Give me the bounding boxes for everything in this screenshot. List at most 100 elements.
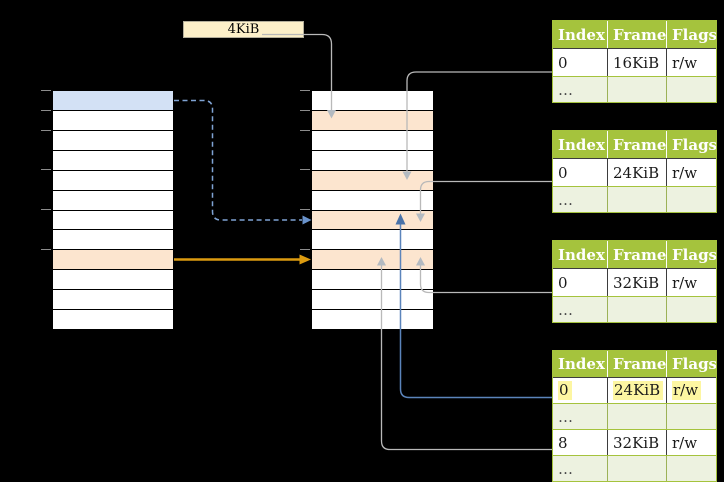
highlighted-value: 24KiB xyxy=(613,381,664,400)
highlighted-value: r/w xyxy=(672,381,702,400)
column-header: Flags xyxy=(672,355,716,373)
column-header: Frame xyxy=(608,21,667,48)
page-table-cell: r/w xyxy=(672,53,698,72)
page-table-cell: 8 xyxy=(553,430,608,455)
page-table-cell: 24KiB xyxy=(608,159,667,186)
page-table-cell: r/w xyxy=(672,433,698,452)
memory-row-orange xyxy=(53,250,173,271)
memory-row-white xyxy=(53,310,173,330)
column-header: Flags xyxy=(672,245,716,264)
memory-row-white xyxy=(53,130,173,151)
memory-row-orange xyxy=(312,250,433,271)
page-table-cell xyxy=(608,456,667,481)
column-header: Frame xyxy=(608,351,667,377)
address-tick xyxy=(41,169,51,171)
memory-row-white xyxy=(312,270,433,291)
address-tick xyxy=(300,248,310,250)
memory-row-white xyxy=(312,310,433,330)
memory-row-white xyxy=(53,170,173,191)
address-tick xyxy=(300,109,310,111)
arrow-left-row1-to-middle-row7 xyxy=(174,99,302,221)
page-table-cell: r/w xyxy=(672,163,698,182)
memory-row-blue xyxy=(53,91,173,111)
memory-column-left xyxy=(52,90,174,330)
page-size-label-text: 4KiB xyxy=(227,22,260,37)
column-header: Index xyxy=(553,351,608,377)
column-header: Index xyxy=(553,131,608,158)
arrowhead-right-icon xyxy=(299,254,311,265)
page-table-cell xyxy=(667,297,716,322)
page-size-label: 4KiB xyxy=(183,21,304,38)
memory-row-white xyxy=(53,190,173,211)
memory-row-white xyxy=(53,210,173,231)
address-tick xyxy=(300,169,310,171)
memory-row-white xyxy=(312,190,433,211)
address-tick xyxy=(41,109,51,111)
page-table-cell xyxy=(667,187,716,212)
memory-row-white xyxy=(53,270,173,291)
memory-row-orange xyxy=(312,210,433,231)
column-header: Frame xyxy=(608,131,667,158)
page-table-cell: … xyxy=(553,77,608,102)
memory-row-white xyxy=(312,150,433,171)
address-tick xyxy=(41,90,51,91)
page-table-cell xyxy=(667,404,716,429)
memory-row-white xyxy=(312,230,433,251)
highlighted-value: 0 xyxy=(558,381,572,400)
memory-row-white xyxy=(53,230,173,251)
page-table-cell xyxy=(608,404,667,429)
page-table-cell xyxy=(608,187,667,212)
column-header: Index xyxy=(553,21,608,48)
page-table-cell: … xyxy=(553,456,608,481)
memory-row-white xyxy=(312,130,433,151)
column-header: Flags xyxy=(672,25,716,44)
column-header: Index xyxy=(553,241,608,268)
page-table-cell: 32KiB xyxy=(608,269,667,296)
page-table-cell: … xyxy=(553,187,608,212)
page-table-cell: r/w xyxy=(667,378,716,403)
page-table-row: … xyxy=(553,456,716,481)
page-table-cell: 24KiB xyxy=(608,378,667,403)
page-table-cell: 0 xyxy=(553,378,608,403)
page-table-cell: 16KiB xyxy=(608,49,667,76)
column-header: Flags xyxy=(672,135,716,154)
page-table-cell: r/w xyxy=(672,273,698,292)
page-table-cell xyxy=(608,297,667,322)
page-table-cell xyxy=(667,77,716,102)
page-table-row: … xyxy=(553,187,716,212)
address-tick xyxy=(41,248,51,250)
memory-column-middle xyxy=(311,90,434,330)
page-table-cell xyxy=(608,77,667,102)
address-tick xyxy=(41,209,51,211)
memory-row-white xyxy=(312,91,433,111)
page-table-cell: 0 xyxy=(553,49,608,76)
page-table-row: … xyxy=(553,297,716,322)
memory-row-white xyxy=(53,150,173,171)
page-table-row: 0 24KiB r/w xyxy=(553,378,716,404)
page-table-row: … xyxy=(553,404,716,430)
memory-row-orange xyxy=(312,110,433,131)
address-tick xyxy=(300,129,310,131)
page-table-row: … xyxy=(553,77,716,102)
page-table-cell: … xyxy=(553,297,608,322)
address-tick xyxy=(41,129,51,131)
memory-row-white xyxy=(53,290,173,311)
memory-row-orange xyxy=(312,170,433,191)
page-table-cell: 0 xyxy=(553,269,608,296)
memory-row-white xyxy=(53,110,173,131)
page-table-cell xyxy=(667,456,716,481)
page-table-cell: … xyxy=(553,404,608,429)
